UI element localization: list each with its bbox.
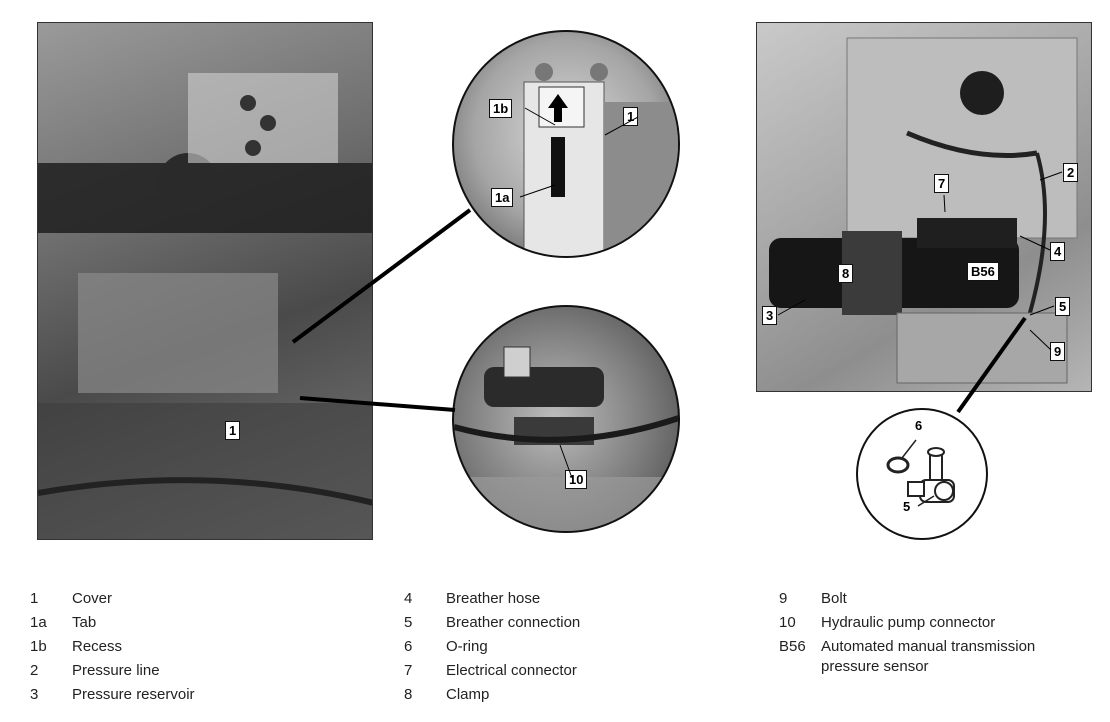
callout-top-1b: 1b (489, 99, 513, 118)
reservoir-photo (756, 22, 1092, 392)
callout-right-5: 5 (1055, 297, 1071, 316)
callout-top-1a: 1a (491, 188, 514, 207)
callout-right-8: 8 (838, 264, 854, 283)
detail-circle-breather-shapes (886, 439, 955, 507)
detail-circle-cover-tab (452, 30, 680, 258)
main-photo-shapes (38, 73, 372, 539)
callout-right-b56: B56 (967, 262, 999, 281)
callout-right-7: 7 (934, 174, 950, 193)
detail-circle-cover-tab-shapes (523, 63, 678, 256)
callout-right-9: 9 (1050, 342, 1066, 361)
callout-right-2: 2 (1063, 163, 1079, 182)
callout-right-3: 3 (762, 306, 778, 325)
main-photo (37, 22, 373, 540)
callout-right-4: 4 (1050, 242, 1066, 261)
callout-detail-5: 5 (903, 499, 911, 514)
callout-detail-6: 6 (915, 418, 923, 433)
callout-top-1: 1 (623, 107, 639, 126)
detail-circle-breather (856, 408, 988, 540)
reservoir-photo-shapes (769, 37, 1078, 384)
callout-main-1: 1 (225, 421, 241, 440)
